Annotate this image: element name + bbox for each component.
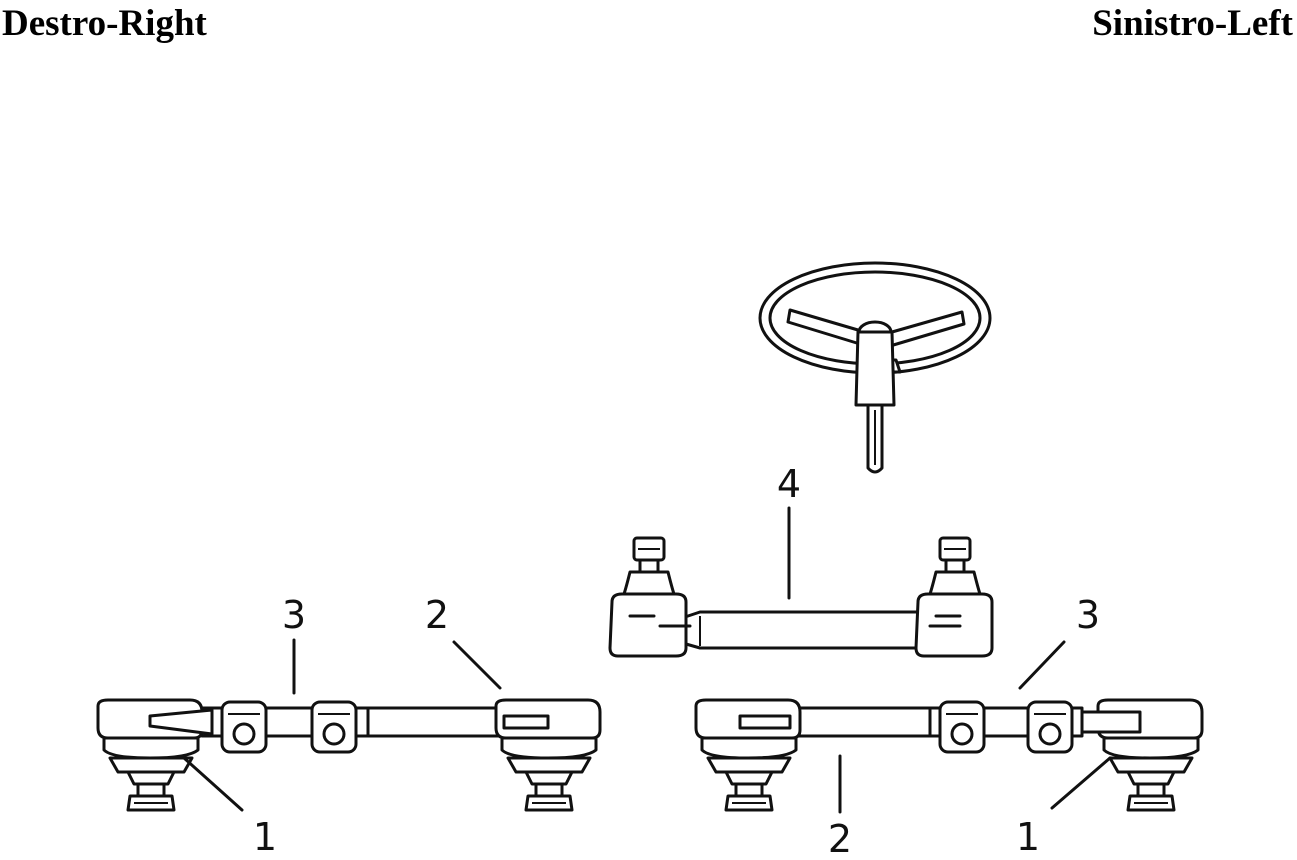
- callout-center-link: 4: [777, 462, 801, 506]
- heading-right: Destro-Right: [2, 3, 207, 44]
- left-tie-rod-assembly: [694, 698, 1204, 812]
- callout-left-tie-rod: 2: [828, 817, 852, 860]
- leader-lines: [182, 506, 1112, 814]
- center-link: [608, 536, 994, 658]
- right-tie-rod-assembly: [96, 698, 602, 812]
- callout-left-adjuster: 3: [1076, 593, 1100, 637]
- callout-right-adjuster: 3: [282, 593, 306, 637]
- callout-left-tie-rod-end: 1: [1016, 815, 1040, 859]
- steering-wheel: [758, 261, 992, 474]
- callout-right-tie-rod: 2: [425, 593, 449, 637]
- callout-right-tie-rod-end: 1: [253, 815, 277, 859]
- heading-left: Sinistro-Left: [1092, 3, 1293, 44]
